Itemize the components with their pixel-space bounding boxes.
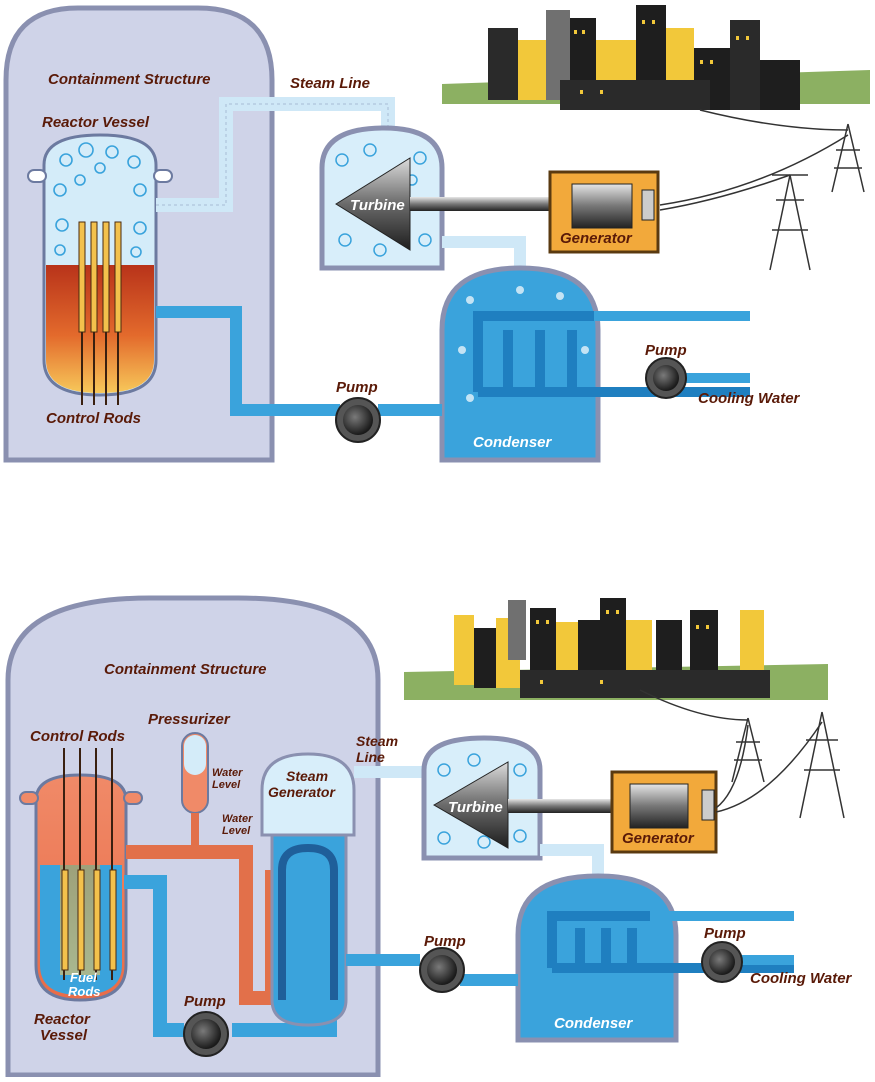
- pwr-fuel-rods-label-2: Rods: [68, 984, 101, 999]
- pwr-steam-generator: [260, 752, 356, 1027]
- pwr-steam-line-label-1: Steam: [356, 733, 398, 749]
- pwr-cooling-water-label: Cooling Water: [750, 970, 853, 987]
- bwr-pump-cooling: [645, 357, 687, 399]
- bwr-pump-cooling-label: Pump: [645, 342, 687, 359]
- bwr-power-lines: [659, 109, 865, 271]
- bwr-feedwater-line: [156, 306, 442, 416]
- pwr-steam-line-label-2: Line: [356, 749, 385, 765]
- pwr-condenser-label: Condenser: [554, 1015, 634, 1032]
- pwr-control-rods-label: Control Rods: [30, 728, 125, 745]
- pwr-pressurizer-label: Pressurizer: [148, 711, 231, 728]
- pwr-pump-cooling-label: Pump: [704, 925, 746, 942]
- pwr-reactor-vessel-label-2: Vessel: [40, 1027, 88, 1044]
- pwr-pump-primary-label: Pump: [184, 993, 226, 1010]
- bwr-steam-line: [156, 97, 395, 212]
- pwr-reactor-vessel-label-1: Reactor: [34, 1011, 91, 1028]
- pwr-water-level-1b: Level: [212, 779, 241, 791]
- pwr-pressurizer: [181, 732, 209, 853]
- pwr-power-lines: [639, 689, 845, 819]
- bwr-reactor-vessel-label: Reactor Vessel: [42, 114, 150, 131]
- bwr-containment-label: Containment Structure: [48, 71, 211, 88]
- bwr-steam-line-label: Steam Line: [290, 75, 370, 92]
- bwr-condenser-label: Condenser: [473, 434, 553, 451]
- pwr-pump-secondary-label: Pump: [424, 933, 466, 950]
- bwr-control-rods: [78, 221, 122, 405]
- pwr-fuel-rods: [61, 869, 117, 971]
- pwr-steam-gen-label-2: Generator: [268, 784, 336, 800]
- pwr-city-skyline: [404, 598, 828, 700]
- pwr-water-level-2a: Water: [222, 813, 253, 825]
- bwr-pump-primary: [335, 397, 381, 443]
- bwr-pump-label: Pump: [336, 379, 378, 396]
- bwr-city-skyline: [442, 5, 870, 110]
- bwr-diagram: Containment Structure Reactor Vessel: [3, 5, 870, 463]
- pwr-generator-label: Generator: [622, 830, 695, 847]
- pwr-steam-gen-label-1: Steam: [286, 768, 328, 784]
- bwr-shaft: [410, 197, 550, 211]
- pwr-feedwater-line: [346, 954, 518, 986]
- bwr-cooling-water-label: Cooling Water: [698, 390, 801, 407]
- pwr-pump-secondary: [419, 947, 465, 993]
- pwr-water-level-2b: Level: [222, 825, 251, 837]
- pwr-pump-cooling: [701, 941, 743, 983]
- bwr-generator-label: Generator: [560, 230, 633, 247]
- pwr-diagram: Containment Structure Pressurizer Contro…: [5, 595, 853, 1078]
- bwr-reactor-vessel: [27, 133, 173, 397]
- pwr-pump-primary: [183, 1011, 229, 1057]
- bwr-control-rods-label: Control Rods: [46, 410, 141, 427]
- bwr-turbine-label: Turbine: [350, 197, 405, 214]
- pwr-turbine-label: Turbine: [448, 799, 503, 816]
- pwr-water-level-1a: Water: [212, 767, 243, 779]
- pwr-fuel-rods-label-1: Fuel: [70, 970, 97, 985]
- pwr-shaft: [508, 799, 612, 813]
- pwr-containment-label: Containment Structure: [104, 661, 267, 678]
